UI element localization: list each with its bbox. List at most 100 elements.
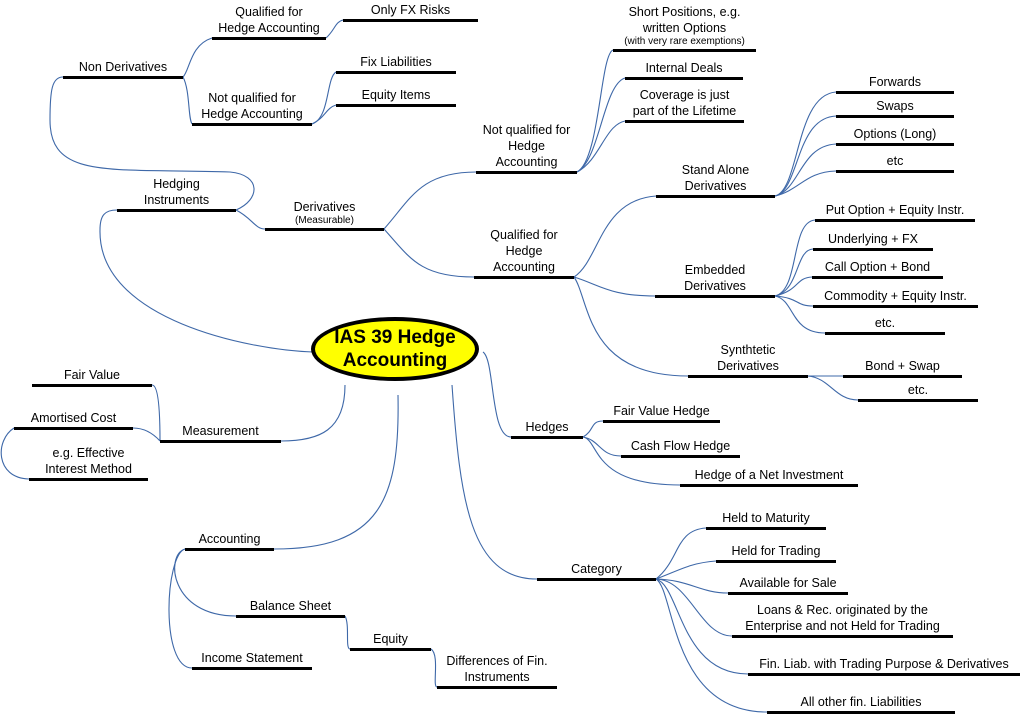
connector-curve bbox=[132, 427, 161, 442]
node-label-line: Only FX Risks bbox=[370, 3, 451, 17]
connector-curve bbox=[573, 276, 689, 377]
node-label-line: Stand Alone bbox=[681, 163, 750, 177]
node-fair-value-hedge[interactable]: Fair Value Hedge bbox=[563, 403, 760, 419]
node-label-line: Held for Trading bbox=[731, 544, 821, 558]
connector-curve bbox=[280, 384, 346, 442]
node-fin-liab-trading[interactable]: Fin. Liab. with Trading Purpose & Deriva… bbox=[708, 656, 1023, 672]
node-derivatives[interactable]: Derivatives(Measurable) bbox=[225, 199, 424, 227]
node-underline bbox=[812, 276, 943, 279]
node-equity-items[interactable]: Equity Items bbox=[296, 87, 496, 103]
node-equity[interactable]: Equity bbox=[310, 631, 471, 647]
connector-curve bbox=[99, 209, 314, 353]
connector-curve bbox=[383, 228, 475, 278]
central-topic[interactable]: IAS 39 Hedge Accounting bbox=[311, 317, 479, 381]
node-underline bbox=[14, 427, 133, 430]
connector-curve bbox=[182, 37, 213, 78]
node-swaps[interactable]: Swaps bbox=[796, 98, 994, 114]
node-underlying-fx[interactable]: Underlying + FX bbox=[773, 231, 973, 247]
node-label-line: Options (Long) bbox=[853, 127, 937, 141]
node-underline bbox=[336, 104, 456, 107]
node-etc-1[interactable]: etc bbox=[796, 153, 994, 169]
node-underline bbox=[732, 635, 953, 638]
node-amortised-cost[interactable]: Amortised Cost bbox=[0, 410, 173, 426]
node-non-derivatives[interactable]: Non Derivatives bbox=[23, 59, 223, 75]
node-measurement[interactable]: Measurement bbox=[120, 423, 321, 439]
connector-curve bbox=[582, 436, 681, 486]
node-accounting[interactable]: Accounting bbox=[145, 531, 314, 547]
node-label-line: Instruments bbox=[464, 670, 530, 684]
node-underline bbox=[680, 484, 858, 487]
node-underline bbox=[836, 115, 954, 118]
node-underline bbox=[621, 455, 740, 458]
connector-curve bbox=[774, 115, 837, 197]
node-label-line: Balance Sheet bbox=[249, 599, 332, 613]
node-label-line: Loans & Rec. originated by the bbox=[757, 603, 928, 617]
node-underline bbox=[212, 37, 326, 40]
node-etc-3[interactable]: etc. bbox=[818, 382, 1018, 398]
node-net-investment[interactable]: Hedge of a Net Investment bbox=[640, 467, 898, 483]
connector-curve bbox=[0, 427, 30, 480]
node-call-option[interactable]: Call Option + Bond bbox=[772, 259, 983, 275]
node-only-fx-risks[interactable]: Only FX Risks bbox=[303, 2, 518, 18]
node-label-line: Equity Items bbox=[361, 88, 431, 102]
node-label-line: Cash Flow Hedge bbox=[630, 439, 731, 453]
node-underline bbox=[716, 560, 836, 563]
node-commodity[interactable]: Commodity + Equity Instr. bbox=[773, 288, 1018, 304]
connector-curve bbox=[325, 19, 344, 39]
central-title-line-1: IAS 39 Hedge bbox=[334, 327, 456, 348]
node-hedges[interactable]: Hedges bbox=[471, 419, 623, 435]
node-cash-flow-hedge[interactable]: Cash Flow Hedge bbox=[581, 438, 780, 454]
connector-curve bbox=[655, 578, 768, 713]
node-category[interactable]: Category bbox=[497, 561, 696, 577]
node-label-line: Hedges bbox=[525, 420, 569, 434]
node-income-statement[interactable]: Income Statement bbox=[152, 650, 352, 666]
node-short-positions[interactable]: Short Positions, e.g.written Options(wit… bbox=[573, 4, 796, 48]
node-other-fin-liab[interactable]: All other fin. Liabilities bbox=[727, 694, 995, 710]
node-forwards[interactable]: Forwards bbox=[796, 74, 994, 90]
node-put-option[interactable]: Put Option + Equity Instr. bbox=[775, 202, 1015, 218]
node-label-line: written Options bbox=[642, 21, 727, 35]
node-underline bbox=[236, 615, 345, 618]
connector-curve bbox=[273, 394, 399, 550]
node-fair-value[interactable]: Fair Value bbox=[0, 367, 192, 383]
connector-curve bbox=[168, 548, 193, 669]
node-label-line: Qualified for bbox=[235, 5, 303, 19]
node-available-for-sale[interactable]: Available for Sale bbox=[688, 575, 888, 591]
node-underline bbox=[613, 49, 756, 52]
node-etc-2[interactable]: etc. bbox=[785, 315, 985, 331]
node-bond-swap[interactable]: Bond + Swap bbox=[803, 358, 1002, 374]
node-fix-liabilities[interactable]: Fix Liabilities bbox=[296, 54, 496, 70]
node-label-line: Equity bbox=[373, 632, 408, 646]
node-label-line: Derivatives bbox=[684, 279, 746, 293]
node-underline bbox=[813, 305, 978, 308]
node-label-line: Differences of Fin. bbox=[446, 654, 548, 668]
node-label-line: Put Option + Equity Instr. bbox=[825, 203, 965, 217]
node-differences[interactable]: Differences of Fin. Instruments bbox=[397, 653, 597, 685]
node-internal-deals[interactable]: Internal Deals bbox=[585, 60, 783, 76]
node-underline bbox=[350, 648, 431, 651]
node-underline bbox=[192, 667, 312, 670]
node-options-long[interactable]: Options (Long) bbox=[796, 126, 994, 142]
node-label-line: Accounting bbox=[495, 155, 558, 169]
node-label-line: Income Statement bbox=[201, 651, 303, 665]
node-underline bbox=[836, 170, 954, 173]
node-label-line: Hedging bbox=[153, 177, 200, 191]
node-underline bbox=[29, 478, 148, 481]
connector-curve bbox=[430, 648, 438, 688]
node-held-to-maturity[interactable]: Held to Maturity bbox=[666, 510, 866, 526]
node-sublabel: (with very rare exemptions) bbox=[624, 36, 745, 47]
node-held-for-trading[interactable]: Held for Trading bbox=[676, 543, 876, 559]
central-title-line-2: Accounting bbox=[342, 350, 448, 371]
node-balance-sheet[interactable]: Balance Sheet bbox=[196, 598, 385, 614]
